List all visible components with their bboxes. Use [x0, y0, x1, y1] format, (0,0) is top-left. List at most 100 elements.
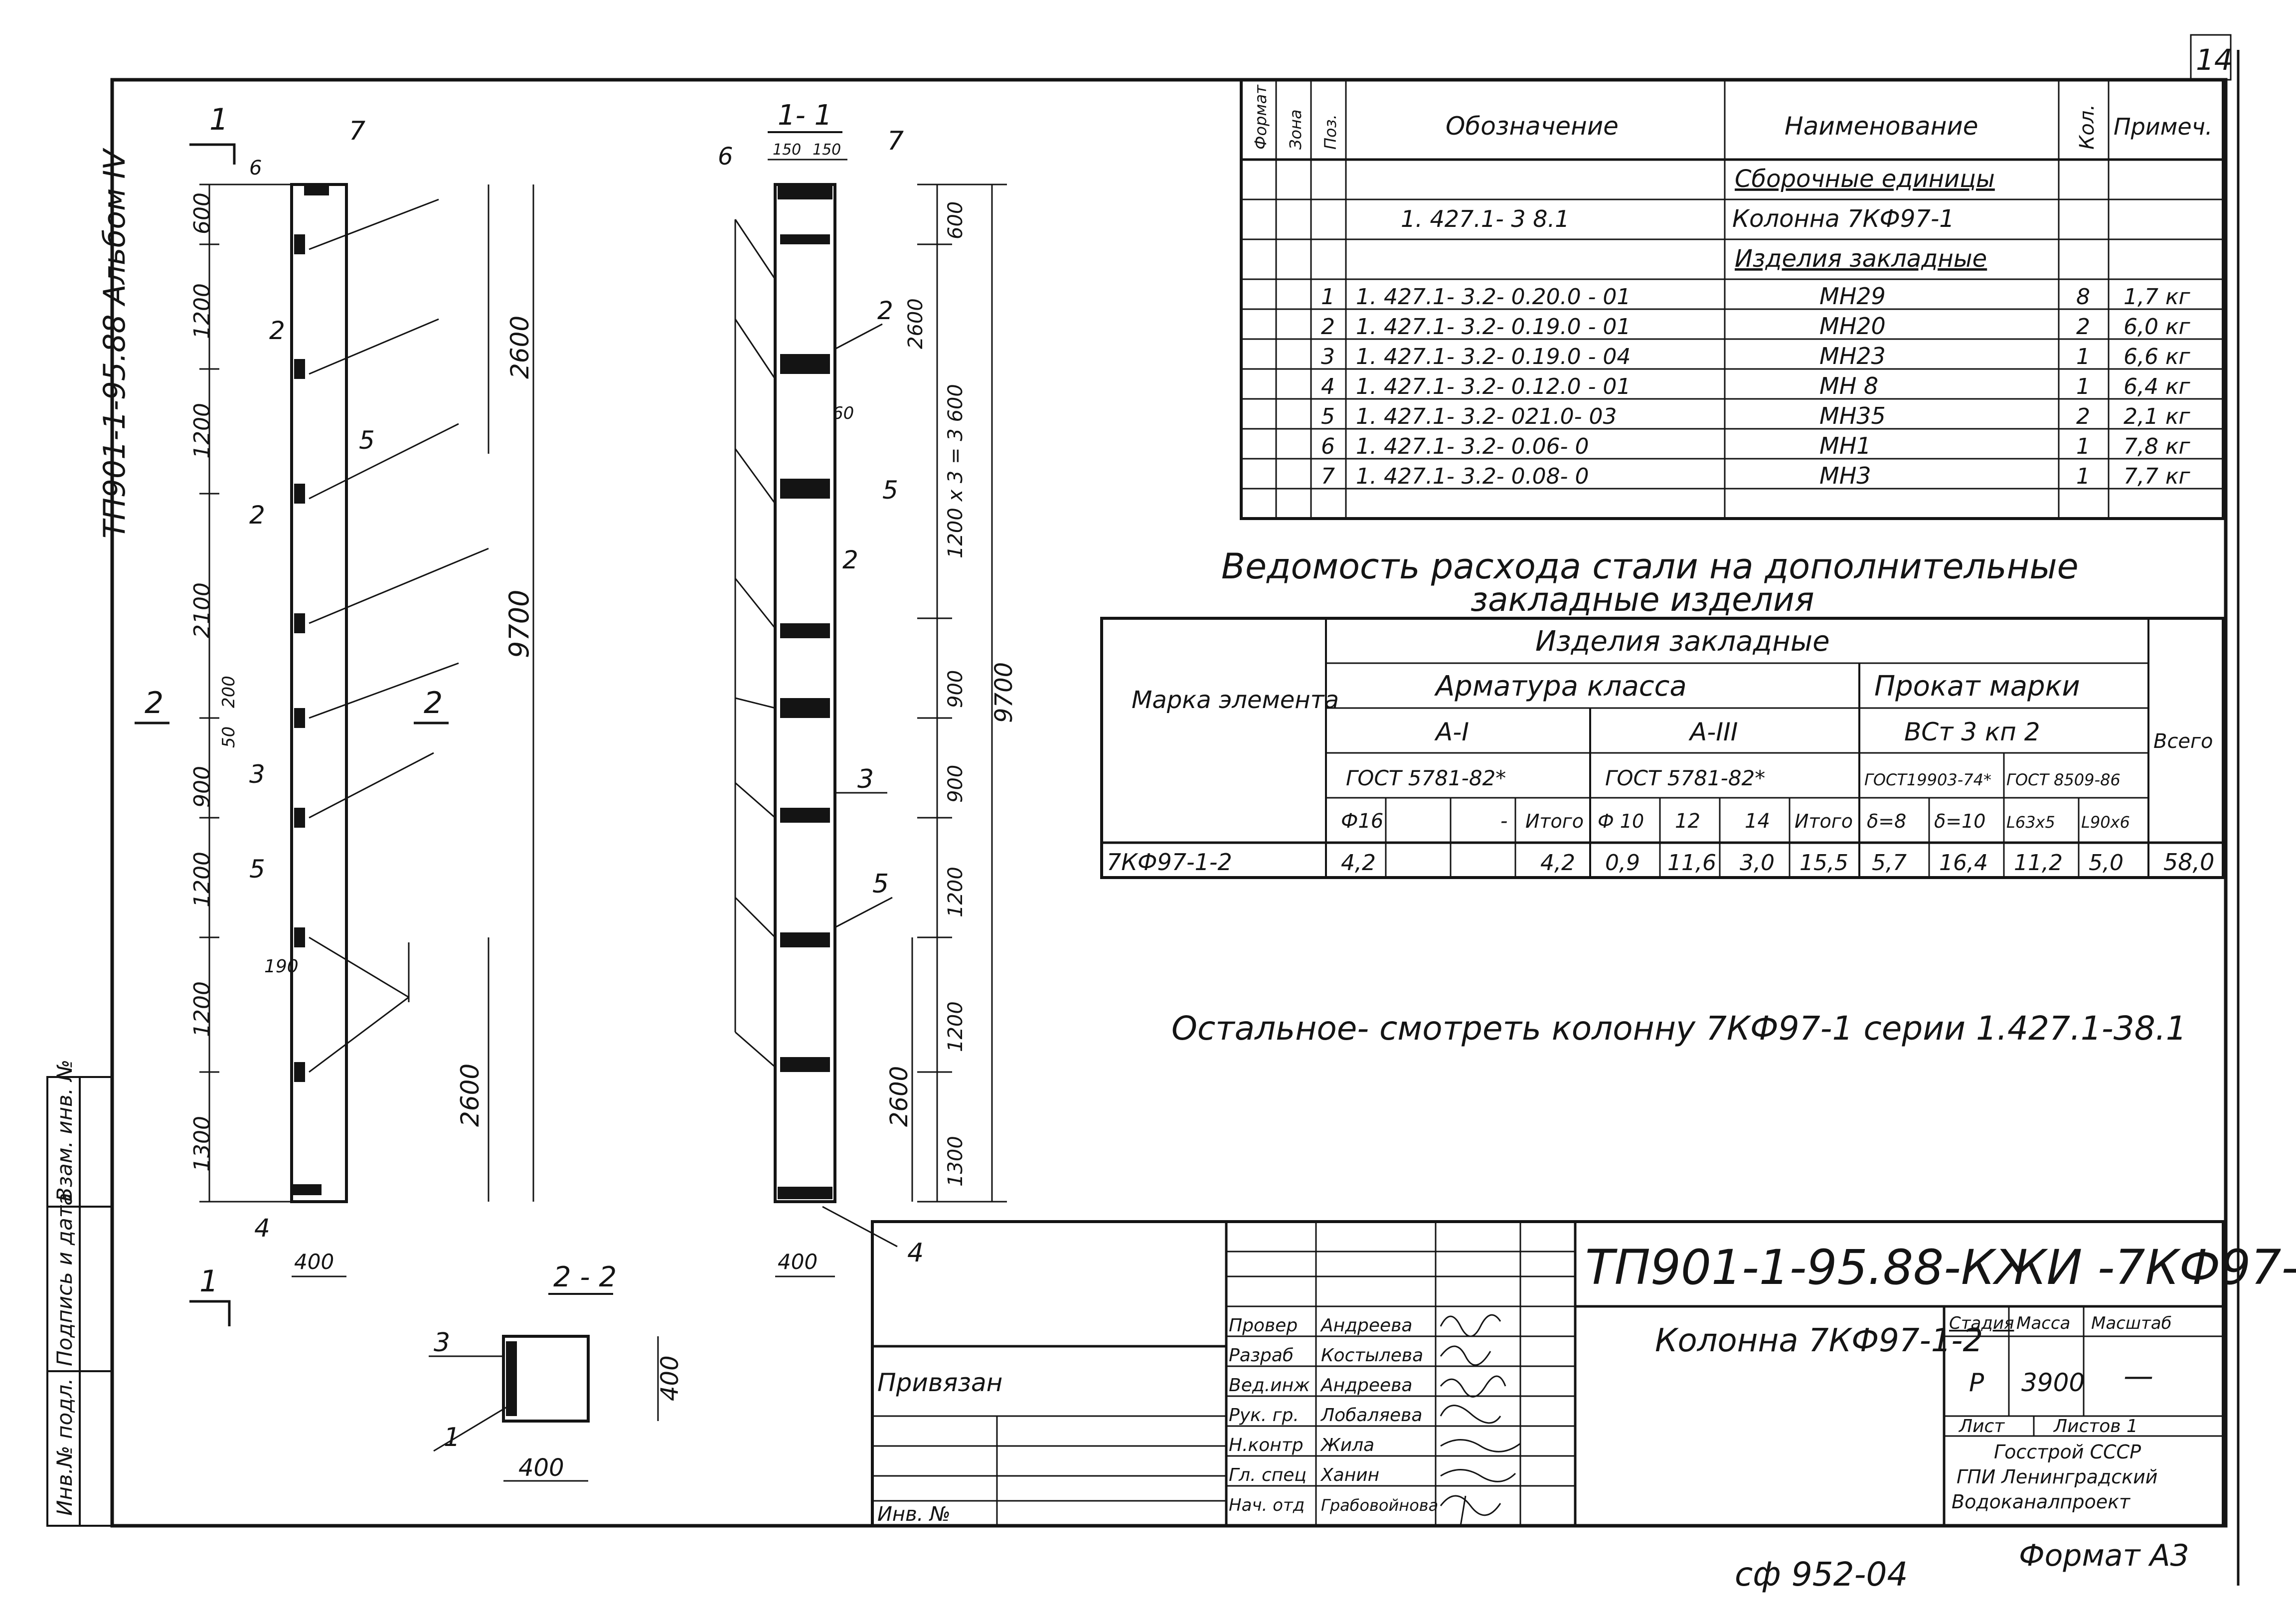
- title-name-0: Андреева: [1320, 1315, 1412, 1336]
- left-dim-600: 600: [189, 192, 215, 234]
- steel-sub-phi10: Ф 10: [1598, 810, 1644, 832]
- title-name-3: Лобаляева: [1320, 1405, 1422, 1426]
- section-pos-3: 3: [434, 1328, 450, 1358]
- section-2-2-label: 2 - 2: [553, 1261, 617, 1293]
- left-dim-1200-a: 1200: [189, 283, 215, 339]
- svg-text:3,0: 3,0: [1740, 850, 1775, 876]
- mid-column-outline: [774, 183, 836, 1203]
- svg-text:2,1 кг: 2,1 кг: [2124, 404, 2191, 429]
- format-label: Формат А3: [2019, 1538, 2189, 1573]
- svg-text:5,0: 5,0: [2089, 850, 2124, 876]
- side-stamp-sign: Подпись и дата: [52, 1193, 77, 1366]
- steel-title-line1: Ведомость расхода стали на дополнительны…: [1221, 546, 2079, 587]
- spec-row: 7 1. 427.1- 3.2- 0.08- 0 МН3 1 7,7 кг: [1321, 462, 2191, 489]
- title-role-1: Разраб: [1229, 1345, 1294, 1366]
- mid-dim-1200-a: 1200: [944, 867, 967, 917]
- svg-text:МН3: МН3: [1819, 462, 1871, 489]
- steel-sub-phi16: Ф16: [1341, 810, 1383, 833]
- svg-text:МН20: МН20: [1819, 313, 1886, 340]
- left-dim-200: 200: [219, 676, 239, 708]
- left-dim-1200-d: 1200: [189, 981, 215, 1037]
- mid-dim-2600-bottom: 2600: [885, 1066, 913, 1127]
- side-album-label: ТП901-1-95.88 Альбом IV: [97, 148, 132, 539]
- steel-gost-plate: ГОСТ19903-74*: [1864, 770, 1991, 789]
- spec-header-note: Примеч.: [2114, 113, 2213, 140]
- left-pos-2b: 2: [249, 501, 265, 530]
- svg-text:11,2: 11,2: [2014, 850, 2063, 876]
- title-sheets: Листов 1: [2053, 1416, 2138, 1437]
- svg-text:0,9: 0,9: [1605, 850, 1640, 876]
- mid-dim-1200-b: 1200: [944, 1001, 967, 1052]
- svg-text:8: 8: [2076, 284, 2090, 310]
- spec-section-assembly: Сборочные единицы: [1735, 165, 1995, 193]
- steel-title-line2: закладные изделия: [1471, 580, 1814, 619]
- steel-sub-12: 12: [1675, 810, 1700, 833]
- title-role-6: Нач. отд: [1229, 1495, 1305, 1515]
- title-mass-header: Масса: [2016, 1313, 2070, 1333]
- steel-rolled-header: Прокат марки: [1874, 670, 2080, 703]
- svg-text:1,7 кг: 1,7 кг: [2124, 284, 2191, 310]
- section-dim-400-v: 400: [656, 1355, 684, 1401]
- title-block: ТП901-1-95.88-КЖИ -7КФ97-1-2 Колонна 7КФ…: [871, 1220, 2296, 1527]
- svg-text:1: 1: [2076, 374, 2090, 399]
- left-dim-1200-b: 1200: [189, 403, 215, 459]
- spec-header-name: Наименование: [1785, 112, 1978, 141]
- steel-sub-d10: δ=10: [1934, 810, 1985, 832]
- cut-mark-1-bottom: 1: [199, 1264, 218, 1299]
- svg-text:1. 427.1- 3.2- 0.19.0 - 04: 1. 427.1- 3.2- 0.19.0 - 04: [1356, 344, 1631, 369]
- cut-mark-2-right: 2: [424, 686, 443, 720]
- steel-rolled-grade: ВСт 3 кп 2: [1904, 718, 2040, 746]
- spec-header-zone: Зона: [1286, 109, 1305, 150]
- svg-text:2: 2: [1321, 314, 1335, 340]
- spec-header-designation: Обозначение: [1446, 112, 1619, 141]
- steel-total-header: Всего: [2153, 730, 2213, 753]
- left-dim-400: 400: [294, 1250, 334, 1274]
- mid-pos-6: 6: [718, 143, 733, 171]
- general-note: Остальное- смотреть колонну 7КФ97-1 сери…: [1171, 1009, 2187, 1048]
- svg-text:7,8 кг: 7,8 кг: [2124, 434, 2191, 459]
- steel-sub-dash: -: [1500, 810, 1507, 833]
- spec-table: Формат Зона Поз. Обозначение Наименовани…: [1240, 78, 2225, 520]
- left-dim-190: 190: [264, 956, 299, 977]
- section-pos-1: 1: [444, 1423, 460, 1452]
- title-inv: Инв. №: [877, 1503, 951, 1526]
- mid-pos-7: 7: [887, 126, 904, 156]
- svg-text:6,0 кг: 6,0 кг: [2124, 314, 2191, 340]
- svg-text:2: 2: [2076, 314, 2090, 340]
- spec-section-embedded: Изделия закладные: [1735, 245, 1987, 273]
- steel-row-mark: 7КФ97-1-2: [1107, 849, 1232, 876]
- left-dim-1300: 1300: [189, 1116, 215, 1172]
- title-role-5: Гл. спец: [1229, 1465, 1307, 1485]
- steel-table: Марка элемента Изделия закладные Арматур…: [1100, 617, 2225, 879]
- steel-class-a3: А-III: [1688, 718, 1738, 746]
- steel-sub-total-a3: Итого: [1795, 810, 1853, 832]
- svg-text:6,4 кг: 6,4 кг: [2124, 374, 2191, 399]
- svg-text:7: 7: [1321, 464, 1335, 489]
- title-name-5: Ханин: [1320, 1465, 1379, 1485]
- svg-text:7,7 кг: 7,7 кг: [2124, 464, 2191, 489]
- steel-sub-total-a1: Итого: [1525, 810, 1584, 832]
- title-name-4: Жила: [1320, 1435, 1374, 1455]
- svg-text:1. 427.1- 3.2- 0.12.0 - 01: 1. 427.1- 3.2- 0.12.0 - 01: [1356, 374, 1631, 399]
- svg-text:15,5: 15,5: [1800, 850, 1848, 876]
- svg-text:11,6: 11,6: [1667, 850, 1716, 876]
- cut-mark-2-left: 2: [145, 686, 164, 720]
- mid-dim-400: 400: [778, 1250, 818, 1274]
- left-pos-7: 7: [349, 116, 365, 146]
- steel-class-a1: А-I: [1434, 718, 1469, 746]
- svg-text:1: 1: [2076, 464, 2090, 489]
- spec-row: 3 1. 427.1- 3.2- 0.19.0 - 04 МН23 1 6,6 …: [1321, 343, 2191, 369]
- steel-embedded-header: Изделия закладные: [1535, 625, 1830, 658]
- svg-text:1. 427.1- 3.2- 021.0- 03: 1. 427.1- 3.2- 021.0- 03: [1356, 404, 1617, 429]
- left-pos-4: 4: [254, 1214, 270, 1243]
- svg-text:6: 6: [1321, 434, 1335, 459]
- svg-text:3: 3: [1321, 344, 1335, 369]
- svg-text:4,2: 4,2: [1341, 850, 1376, 876]
- left-dim-2100: 2100: [189, 582, 215, 638]
- section-dim-400-h: 400: [518, 1454, 564, 1482]
- svg-text:1: 1: [2076, 344, 2090, 369]
- left-dim-2600-bottom: 2600: [456, 1064, 485, 1127]
- spec-header-pos: Поз.: [1321, 114, 1340, 150]
- left-dim-2600-top: 2600: [505, 316, 534, 379]
